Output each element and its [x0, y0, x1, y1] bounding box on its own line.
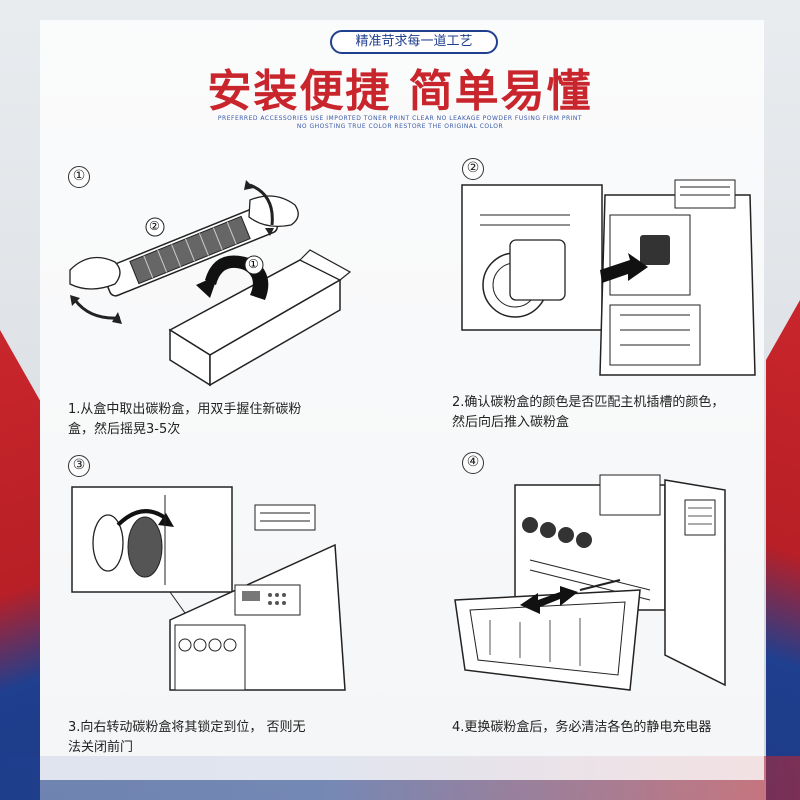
- subtitle-line-2: NO GHOSTING TRUE COLOR RESTORE THE ORIGI…: [296, 123, 504, 130]
- step-3-caption-line-1: 3.向右转动碳粉盒将其锁定到位， 否则无: [68, 720, 306, 735]
- step-3-caption-line-2: 法关闭前门: [68, 740, 134, 755]
- step-2-caption-line-2: 然后向后推入碳粉盒: [452, 415, 570, 430]
- background-red-right: [766, 300, 800, 800]
- step-3-caption: 3.向右转动碳粉盒将其锁定到位， 否则无 法关闭前门: [68, 718, 388, 758]
- subtitle-line-1: PREFERRED ACCESSORIES USE IMPORTED TONER…: [217, 115, 583, 122]
- step-4-number: ④: [462, 452, 484, 474]
- step-3-illustration: [71, 486, 346, 691]
- step-4-illustration: [454, 474, 726, 691]
- step-2-caption-line-1: 2.确认碳粉盒的颜色是否匹配主机插槽的颜色，: [452, 395, 725, 410]
- step-1-caption: 1.从盒中取出碳粉盒，用双手握住新碳粉 盒，然后摇晃3-5次: [68, 400, 388, 440]
- headline: 安装便捷 简单易懂: [207, 66, 593, 117]
- step-1-number: ①: [68, 166, 90, 188]
- step-1-sub-number-2: ②: [149, 219, 160, 233]
- tagline-pill: 精准苛求每一道工艺: [330, 30, 498, 54]
- step-1-caption-line-1: 1.从盒中取出碳粉盒，用双手握住新碳粉: [68, 402, 302, 417]
- step-1-illustration: [69, 180, 352, 387]
- step-1-sub-number-1: ①: [248, 257, 259, 271]
- step-3-number: ③: [68, 455, 90, 477]
- step-2-illustration: [461, 179, 756, 376]
- background-red-left: [0, 330, 40, 800]
- content-panel: [40, 20, 764, 780]
- step-1-caption-line-2: 盒，然后摇晃3-5次: [68, 422, 181, 437]
- step-4-caption-line-1: 4.更换碳粉盒后，务必清洁各色的静电充电器: [452, 720, 712, 735]
- step-4-caption: 4.更换碳粉盒后，务必清洁各色的静电充电器: [452, 718, 772, 738]
- step-2-caption: 2.确认碳粉盒的颜色是否匹配主机插槽的颜色， 然后向后推入碳粉盒: [452, 393, 772, 433]
- step-2-number: ②: [462, 158, 484, 180]
